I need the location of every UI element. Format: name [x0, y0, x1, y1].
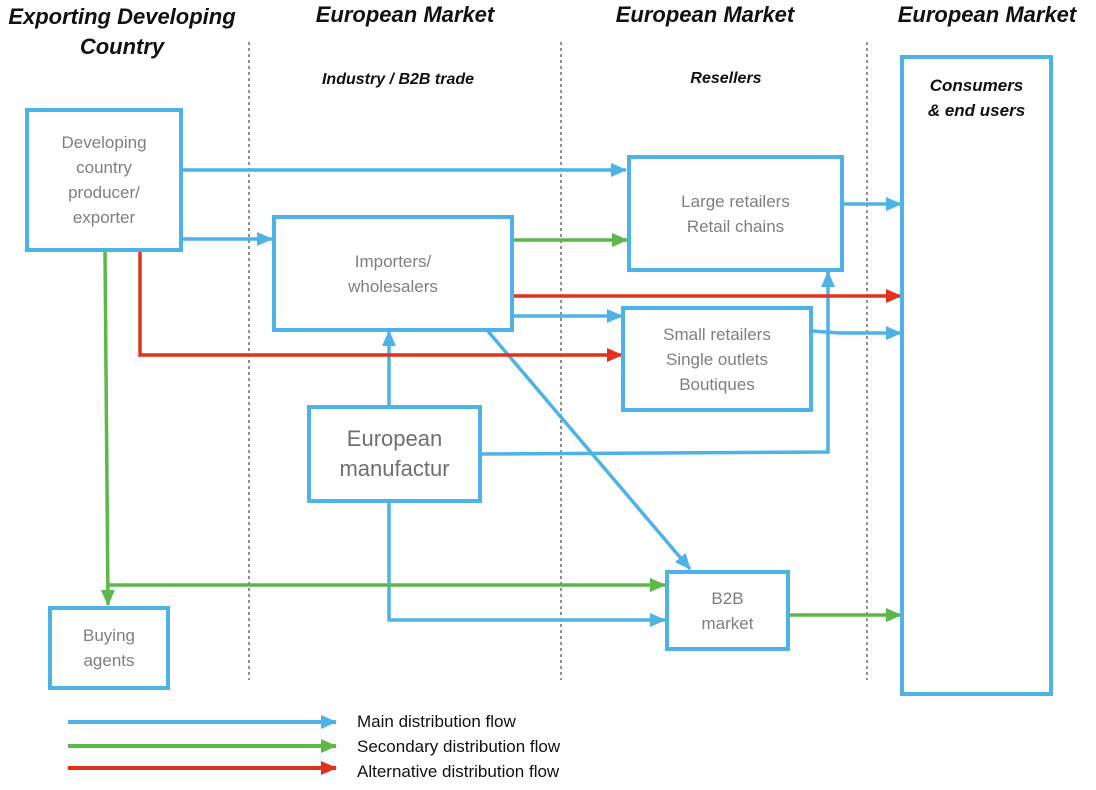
consumers-line-1: Consumers [929, 76, 1024, 95]
small-retailers-line-1: Small retailers [663, 324, 771, 344]
legend-alternative-label: Alternative distribution flow [357, 762, 560, 781]
producer-line-1: Developing [61, 133, 147, 152]
importers-line-2: wholesalers [348, 276, 438, 296]
flow-producer-to-buying-agents [100, 251, 115, 606]
importers-line-1: Importers/ [354, 251, 432, 271]
producer-line-3: producer/ [68, 183, 140, 202]
header-european-market-2: European Market [615, 2, 795, 27]
b2b-line-1: B2B [711, 588, 744, 608]
consumers-title: Consumers & end users [904, 73, 1049, 123]
node-b2b-market: B2B market [665, 570, 790, 651]
subheader-industry-b2b: Industry / B2B trade [321, 71, 475, 88]
large-retailers-line-2: Retail chains [686, 216, 785, 236]
producer-line-2: country [76, 158, 132, 177]
node-large-retailers: Large retailers Retail chains [627, 155, 844, 272]
small-retailers-line-2: Single outlets [665, 349, 769, 369]
legend-secondary-label: Secondary distribution flow [357, 737, 561, 756]
manufacturer-line-1: European [346, 426, 443, 451]
large-retailers-line-1: Large retailers [681, 191, 790, 211]
flow-manufacturer-to-large-retailers [479, 271, 835, 456]
node-buying-agents: Buying agents [48, 606, 170, 690]
header-european-market-1: European Market [315, 2, 495, 27]
buying-agents-line-1: Buying [83, 626, 135, 645]
node-importers-wholesalers: Importers/ wholesalers [272, 215, 514, 332]
manufacturer-line-2: manufactur [339, 456, 450, 481]
flow-small-retailers-to-consumers [811, 326, 902, 340]
node-developing-country-producer: Developing country producer/ exporter [25, 108, 183, 252]
b2b-line-2: market [701, 613, 754, 633]
header-exporting-line2: Country [79, 34, 165, 59]
subheader-resellers: Resellers [690, 70, 762, 87]
producer-line-4: exporter [72, 208, 136, 227]
legend-main-label: Main distribution flow [357, 712, 516, 731]
header-european-market-3: European Market [897, 2, 1077, 27]
header-exporting-country: Exporting Developing Country [4, 2, 240, 62]
header-exporting-line1: Exporting Developing [8, 4, 236, 29]
consumers-line-2: & end users [927, 101, 1026, 120]
flow-manufacturer-to-b2b-market [387, 502, 666, 627]
node-european-manufacturer: European manufactur [307, 405, 482, 503]
small-retailers-line-3: Boutiques [679, 374, 755, 394]
flow-producer-to-small-retailers [138, 252, 623, 362]
buying-agents-line-2: agents [83, 651, 135, 670]
node-consumers-end-users: Consumers & end users [900, 55, 1053, 696]
flow-importers-to-b2b-market [485, 328, 692, 571]
node-small-retailers: Small retailers Single outlets Boutiques [621, 306, 813, 412]
